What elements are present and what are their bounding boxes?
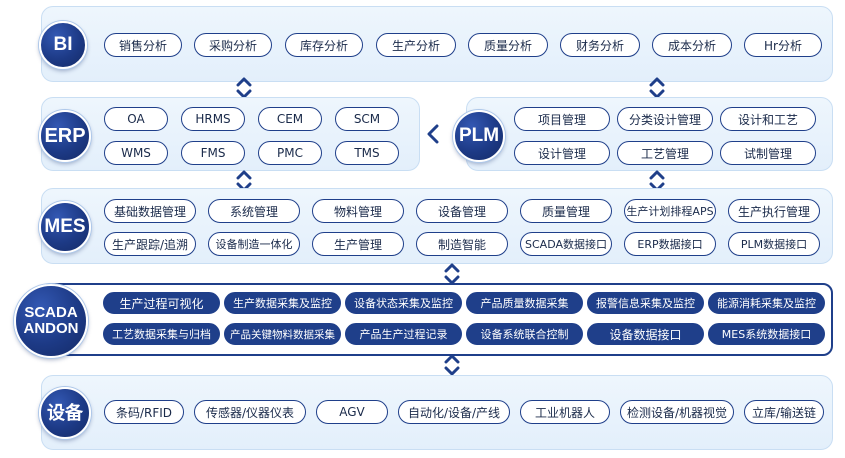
mes-chip: SCADA数据接口 (520, 232, 612, 256)
bi-chip: Hr分析 (744, 33, 822, 57)
equipment-chip: 检测设备/机器视觉 (620, 400, 734, 424)
equipment-badge: 设备 (39, 387, 91, 439)
mes-chip: 设备制造一体化 (208, 232, 300, 256)
erp-chip: OA (104, 107, 168, 131)
up-down-arrow-icon (235, 77, 253, 99)
bi-chip: 成本分析 (652, 33, 732, 57)
erp-chip: WMS (104, 141, 168, 165)
mes-chip: PLM数据接口 (728, 232, 820, 256)
bi-chip: 销售分析 (104, 33, 182, 57)
mes-chip: 生产计划排程APS (624, 199, 716, 223)
scada-chip: 产品生产过程记录 (345, 323, 462, 345)
equipment-chip: 条码/RFID (104, 400, 184, 424)
bi-chip: 财务分析 (560, 33, 640, 57)
mes-chip: ERP数据接口 (624, 232, 716, 256)
erp-badge: ERP (39, 110, 91, 162)
scada-chip: 能源消耗采集及监控 (708, 292, 825, 314)
erp-chip: HRMS (181, 107, 245, 131)
mes-chip: 生产跟踪/追溯 (104, 232, 196, 256)
bi-chip: 采购分析 (194, 33, 272, 57)
scada-chip: 产品关键物料数据采集 (224, 323, 341, 345)
equipment-chip: 立库/输送链 (744, 400, 824, 424)
up-down-arrow-icon (648, 77, 666, 99)
equipment-chip: 传感器/仪器仪表 (194, 400, 306, 424)
erp-chip: TMS (335, 141, 399, 165)
scada-badge-line2: ANDON (23, 320, 79, 337)
scada-badge: SCADA ANDON (14, 284, 88, 358)
mes-chip: 物料管理 (312, 199, 404, 223)
erp-chip: SCM (335, 107, 399, 131)
mes-chip: 设备管理 (416, 199, 508, 223)
plm-chip: 设计管理 (514, 141, 610, 165)
equipment-chip: 工业机器人 (520, 400, 610, 424)
up-down-arrow-icon (443, 263, 461, 285)
mes-chip: 系统管理 (208, 199, 300, 223)
plm-chip: 工艺管理 (617, 141, 713, 165)
mes-chip: 质量管理 (520, 199, 612, 223)
scada-chip: 产品质量数据采集 (466, 292, 583, 314)
erp-chip: PMC (258, 141, 322, 165)
chevron-left-icon (426, 124, 440, 144)
mes-chip: 生产执行管理 (728, 199, 820, 223)
bi-chip: 质量分析 (468, 33, 548, 57)
scada-chip: 设备系统联合控制 (466, 323, 583, 345)
up-down-arrow-icon (443, 354, 461, 376)
plm-chip: 项目管理 (514, 107, 610, 131)
scada-chip: 工艺数据采集与归档 (103, 323, 220, 345)
mes-chip: 制造智能 (416, 232, 508, 256)
scada-chip: 生产数据采集及监控 (224, 292, 341, 314)
equipment-chip: AGV (316, 400, 388, 424)
plm-chip: 设计和工艺 (720, 107, 816, 131)
mes-chip: 基础数据管理 (104, 199, 196, 223)
scada-chip: 报警信息采集及监控 (587, 292, 704, 314)
mes-badge: MES (39, 201, 91, 253)
mes-chip: 生产管理 (312, 232, 404, 256)
bi-badge: BI (39, 21, 87, 69)
plm-badge: PLM (453, 110, 505, 162)
scada-chip: 生产过程可视化 (103, 292, 220, 314)
bi-chip: 库存分析 (285, 33, 363, 57)
bi-chip: 生产分析 (376, 33, 456, 57)
scada-chip: 设备状态采集及监控 (345, 292, 462, 314)
equipment-chip: 自动化/设备/产线 (398, 400, 510, 424)
erp-chip: FMS (181, 141, 245, 165)
scada-chip: MES系统数据接口 (708, 323, 825, 345)
scada-chip: 设备数据接口 (587, 323, 704, 345)
erp-chip: CEM (258, 107, 322, 131)
plm-chip: 试制管理 (720, 141, 816, 165)
plm-chip: 分类设计管理 (617, 107, 713, 131)
scada-badge-line1: SCADA (24, 304, 78, 322)
